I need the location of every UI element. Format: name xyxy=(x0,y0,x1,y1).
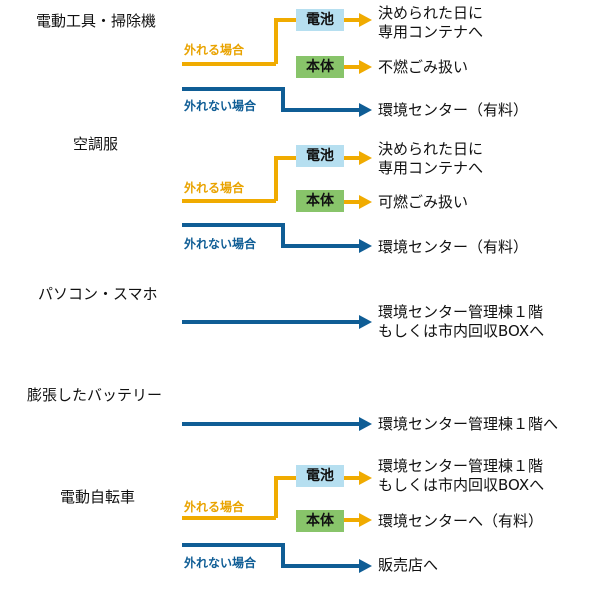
arrow-line xyxy=(182,543,362,568)
arrow-head xyxy=(359,195,372,209)
body-dest: 不燃ごみ扱い xyxy=(378,58,469,76)
body-box: 本体 xyxy=(296,56,344,78)
battery-dest-line2: 専用コンテナへ xyxy=(378,159,484,177)
battery-box: 電池 xyxy=(296,9,344,31)
arrow-head xyxy=(359,13,372,27)
dest-line2: もしくは市内回収BOXへ xyxy=(378,322,545,340)
removable-label: 外れる場合 xyxy=(184,181,245,195)
arrow-head xyxy=(359,559,372,573)
battery-dest-line1: 決められた日に xyxy=(378,4,484,22)
non-removable-label: 外れない場合 xyxy=(184,99,257,113)
non-removable-dest: 環境センター（有料） xyxy=(378,101,529,119)
removable-label: 外れる場合 xyxy=(184,500,245,514)
body-dest: 可燃ごみ扱い xyxy=(378,193,469,211)
non-removable-dest: 販売店へ xyxy=(378,556,439,574)
non-removable-label: 外れない場合 xyxy=(184,556,257,570)
arrow-line xyxy=(182,223,362,248)
battery-box: 電池 xyxy=(296,465,344,487)
category-cooling-clothes: 空調服 xyxy=(73,135,119,153)
removable-label: 外れる場合 xyxy=(184,43,245,57)
body-box: 本体 xyxy=(296,190,344,212)
arrow-head xyxy=(359,315,372,329)
dest-line1: 環境センター管理棟１階へ xyxy=(378,415,559,433)
battery-box: 電池 xyxy=(296,145,344,167)
battery-dest-line1: 決められた日に xyxy=(378,140,484,158)
category-swollen-battery: 膨張したバッテリー xyxy=(27,386,163,404)
arrow-head xyxy=(359,103,372,117)
arrow-head xyxy=(359,151,372,165)
body-dest: 環境センターへ（有料） xyxy=(378,512,544,530)
non-removable-label: 外れない場合 xyxy=(184,237,257,251)
arrow-head xyxy=(359,60,372,74)
battery-dest-line2: 専用コンテナへ xyxy=(378,23,484,41)
arrow-head xyxy=(359,239,372,253)
arrow-head xyxy=(359,417,372,431)
battery-dest-line1: 環境センター管理棟１階 xyxy=(378,457,544,475)
non-removable-dest: 環境センター（有料） xyxy=(378,238,529,256)
arrow-head xyxy=(359,471,372,485)
category-e-bike: 電動自転車 xyxy=(60,488,136,506)
arrow-head xyxy=(359,513,372,527)
arrow-line xyxy=(182,87,362,112)
category-power-tools: 電動工具・掃除機 xyxy=(36,12,157,30)
battery-dest-line2: もしくは市内回収BOXへ xyxy=(378,476,545,494)
body-box: 本体 xyxy=(296,510,344,532)
category-pc-smartphone: パソコン・スマホ xyxy=(38,285,158,303)
dest-line1: 環境センター管理棟１階 xyxy=(378,303,544,321)
